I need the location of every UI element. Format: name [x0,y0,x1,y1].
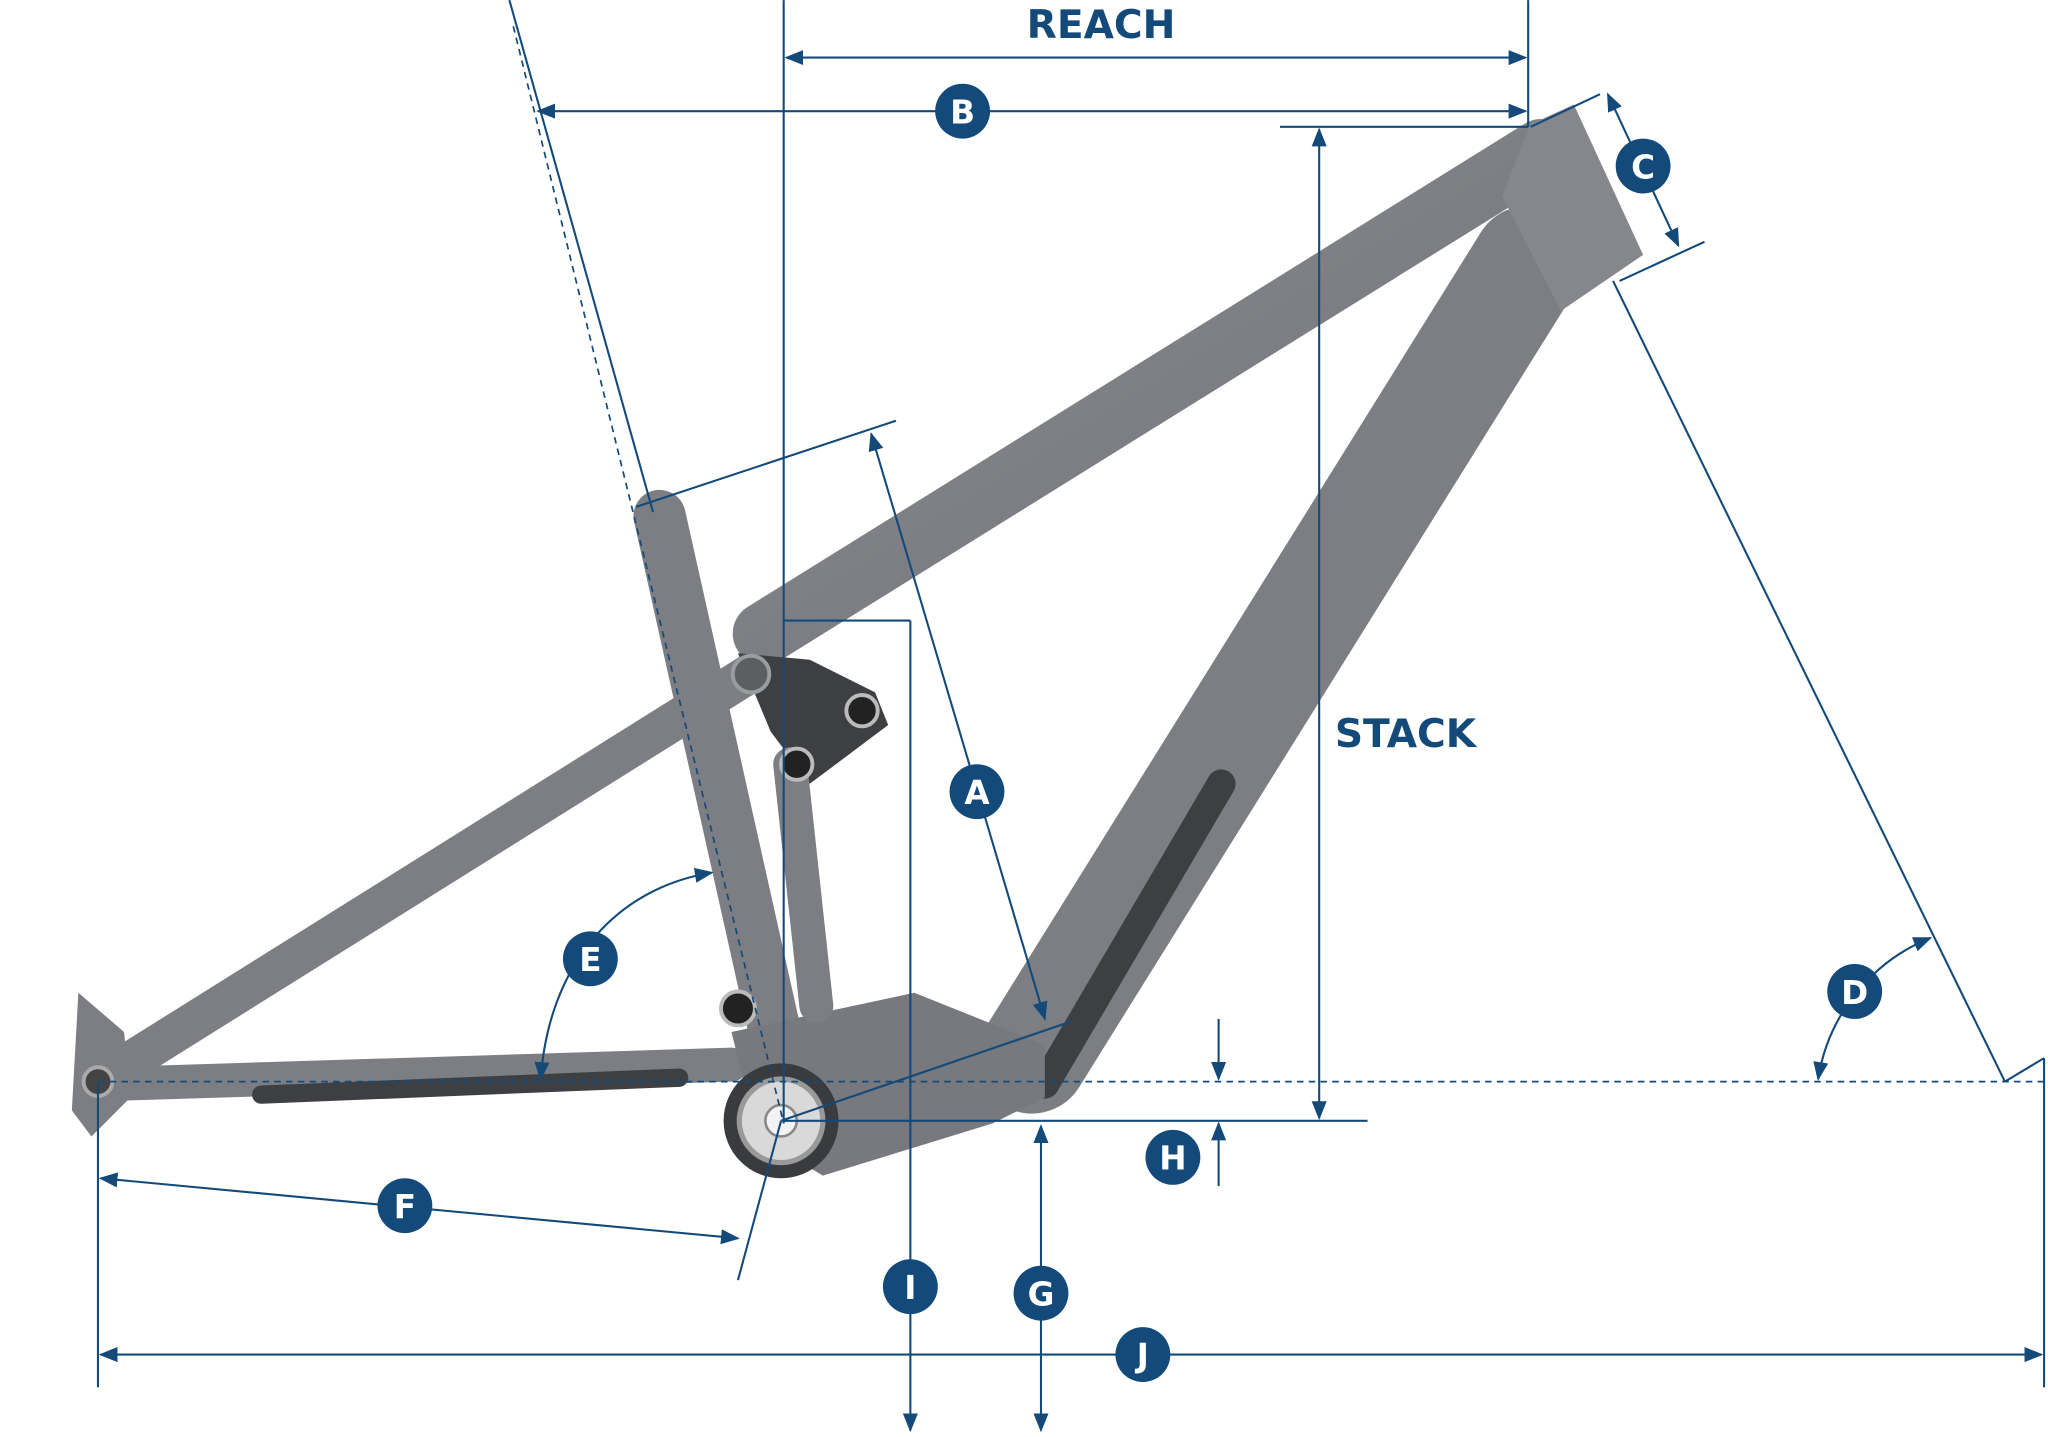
dimension-lines [96,0,2046,1433]
svg-text:A: A [964,774,990,812]
svg-text:D: D [1841,974,1868,1012]
label-b: B [935,83,991,139]
bike-frame [71,104,1644,1179]
svg-text:H: H [1159,1140,1186,1178]
svg-text:B: B [950,93,975,131]
stack-label: STACK [1335,712,1478,757]
svg-text:E: E [579,941,601,979]
pivot-shock-top [844,693,880,729]
pivot-lower [719,989,757,1028]
svg-text:I: I [904,1269,916,1307]
seat-tube [633,489,810,1098]
label-j: J [1115,1327,1171,1383]
seat-stay [82,653,771,1099]
svg-text:G: G [1028,1276,1055,1314]
svg-text:F: F [394,1188,416,1226]
label-g: G [1013,1265,1069,1321]
down-tube-guard [1030,769,1236,1099]
rocker-link [737,653,889,784]
down-tube [976,205,1584,1114]
label-d: D [1827,964,1883,1019]
label-i: I [882,1259,938,1315]
label-h: H [1145,1129,1201,1185]
head-tube [1502,104,1644,311]
label-e: E [562,931,618,987]
label-a: A [949,764,1005,820]
label-f: F [377,1178,433,1234]
svg-text:J: J [1135,1337,1149,1375]
reach-label: REACH [1027,3,1176,48]
svg-text:C: C [1631,148,1655,186]
dropout [71,992,131,1137]
label-c: C [1615,138,1671,194]
shock [773,747,834,1023]
pivot-shock-mid [779,746,815,782]
pivot-main [730,653,772,695]
